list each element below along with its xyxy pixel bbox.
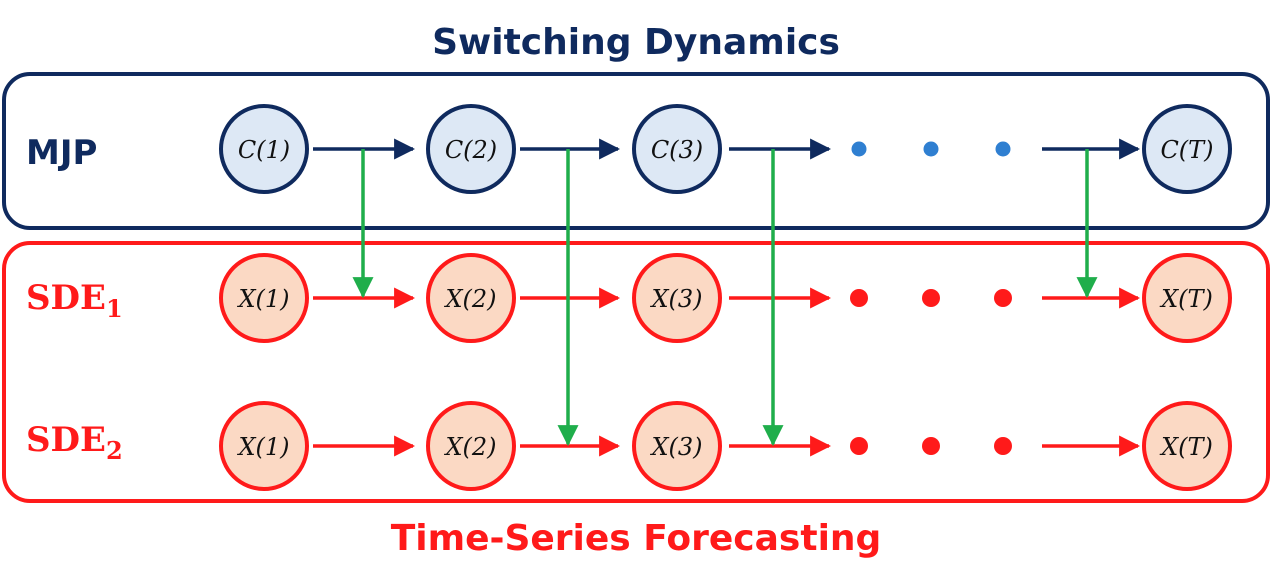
row1-ellipsis-dot-2 <box>994 289 1012 307</box>
state-node-label: X(2) <box>443 433 496 461</box>
mjp-group-frame <box>2 72 1270 230</box>
transition-edges <box>313 138 1141 457</box>
row2-state-node-0: X(1) <box>219 401 309 491</box>
row0-ellipsis-dot-1 <box>923 141 939 157</box>
row0-ellipsis-dot-0 <box>851 141 867 157</box>
row2-ellipsis-dot-0 <box>850 437 868 455</box>
state-node-label: C(1) <box>238 136 290 164</box>
state-node-label: X(3) <box>649 285 702 313</box>
state-node-circle <box>1142 401 1232 491</box>
row0-ellipsis-dot-2 <box>995 141 1011 157</box>
row0-state-node-2: C(3) <box>632 104 722 194</box>
state-node-label: C(2) <box>445 136 497 164</box>
row-label-sde1-main: SDE <box>26 278 106 318</box>
row1-state-node-1: X(2) <box>426 253 516 343</box>
switching-links <box>352 149 1098 447</box>
row0-state-node-1: C(2) <box>426 104 516 194</box>
row2-ellipsis-dot-2 <box>994 437 1012 455</box>
state-nodes: C(1) C(2) C(3) C(T) X(1) X(2) X(3) X(T) X(1) X(2)… <box>219 104 1232 491</box>
state-node-circle <box>426 104 516 194</box>
row-label-sde1-subscript: 1 <box>106 294 123 323</box>
row0-state-node-0: C(1) <box>219 104 309 194</box>
state-node-label: C(T) <box>1160 136 1213 164</box>
row-label-mjp: MJP <box>26 133 97 173</box>
sde-group-frame <box>2 241 1270 503</box>
row-label-sde2: SDE2 <box>26 420 123 465</box>
state-node-label: X(T) <box>1159 433 1213 461</box>
row1-ellipsis-dot-1 <box>922 289 940 307</box>
state-node-label: C(3) <box>651 136 703 164</box>
state-node-circle <box>426 253 516 343</box>
state-node-circle <box>1142 104 1232 194</box>
state-node-circle <box>219 253 309 343</box>
row-label-sde1: SDE1 <box>26 278 123 323</box>
row1-state-node-0: X(1) <box>219 253 309 343</box>
diagram-footer-title: Time-Series Forecasting <box>391 518 882 559</box>
row2-state-node-1: X(2) <box>426 401 516 491</box>
row-label-sde2-main: SDE <box>26 420 106 460</box>
state-node-label: X(T) <box>1159 285 1213 313</box>
diagram-title: Switching Dynamics <box>432 22 840 63</box>
state-node-circle <box>632 104 722 194</box>
state-node-circle <box>219 401 309 491</box>
row0-state-node-3: C(T) <box>1142 104 1232 194</box>
row1-state-node-2: X(3) <box>632 253 722 343</box>
state-node-label: X(3) <box>649 433 702 461</box>
row-label-sde2-subscript: 2 <box>106 436 123 465</box>
state-node-label: X(1) <box>236 433 289 461</box>
row2-ellipsis-dot-1 <box>922 437 940 455</box>
state-node-circle <box>632 253 722 343</box>
state-node-circle <box>219 104 309 194</box>
row2-state-node-3: X(T) <box>1142 401 1232 491</box>
state-node-circle <box>426 401 516 491</box>
state-node-circle <box>1142 253 1232 343</box>
state-node-label: X(1) <box>236 285 289 313</box>
row2-state-node-2: X(3) <box>632 401 722 491</box>
row1-ellipsis-dot-0 <box>850 289 868 307</box>
state-node-label: X(2) <box>443 285 496 313</box>
row1-state-node-3: X(T) <box>1142 253 1232 343</box>
state-node-circle <box>632 401 722 491</box>
